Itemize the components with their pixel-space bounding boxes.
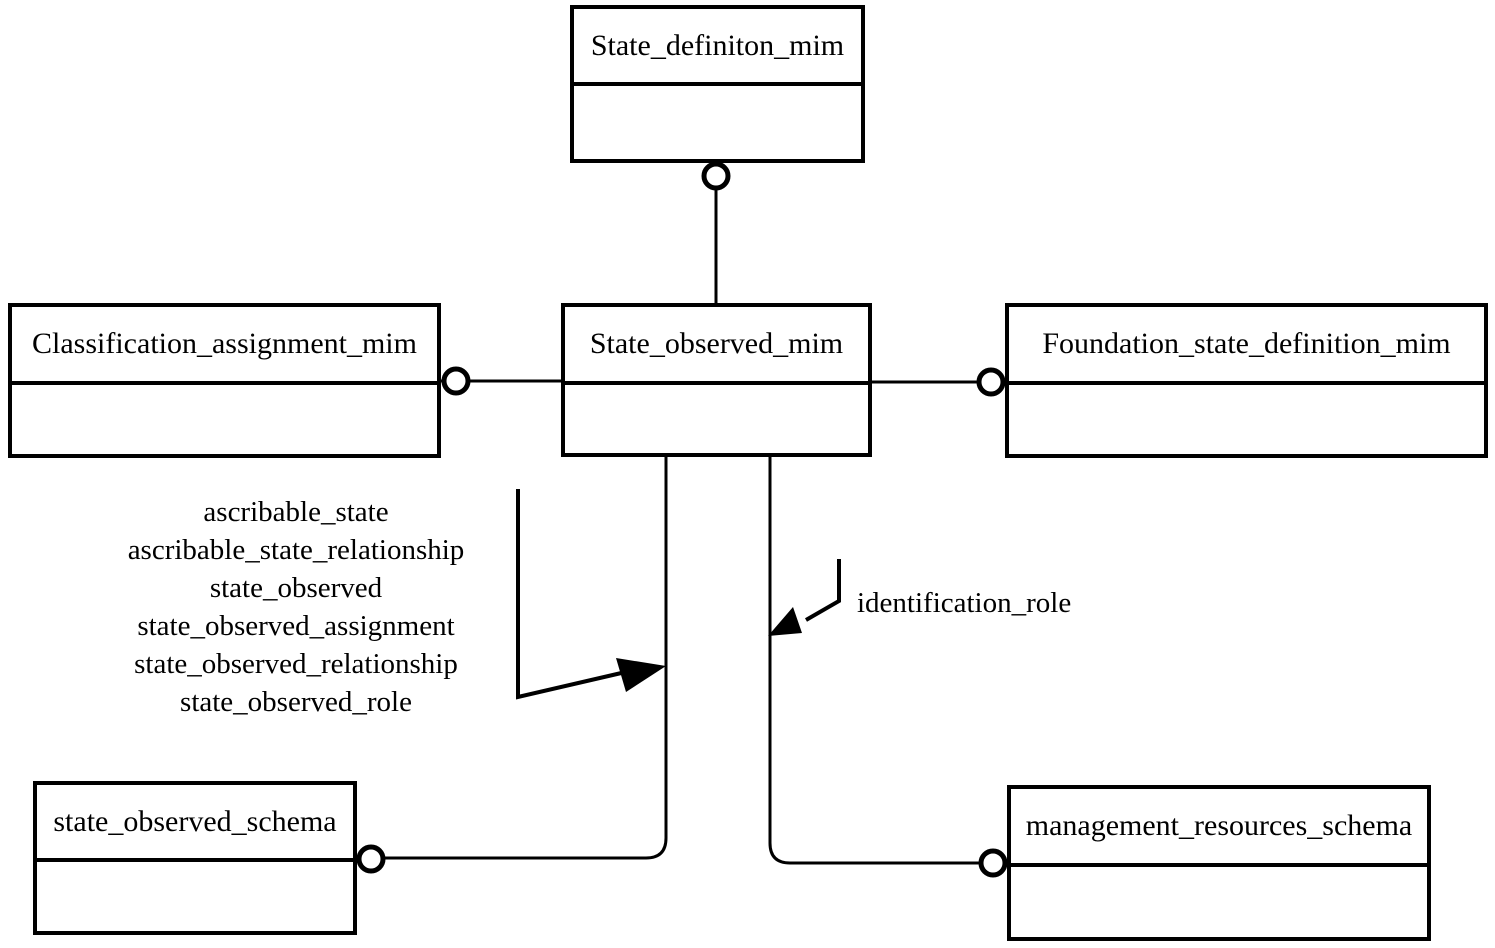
node-classification-assignment-mim: Classification_assignment_mim: [8, 303, 441, 458]
exported-entity-label: state_observed_assignment: [137, 610, 455, 642]
exported-entity-label: state_observed: [209, 572, 383, 604]
callout-line-identification-role: [805, 559, 841, 622]
exported-entity-label: ascribable_state_relationship: [127, 534, 465, 566]
page-ref-circle-state-definition: [701, 161, 731, 191]
page-ref-circle-classification: [441, 366, 471, 396]
exported-entity-label: ascribable_state: [203, 496, 389, 528]
node-state-observed-schema: state_observed_schema: [33, 781, 357, 935]
page-ref-circle-state-observed-schema: [356, 844, 386, 874]
callout-line-exported-entities: [516, 489, 631, 700]
node-management-resources-schema: management_resources_schema: [1007, 785, 1431, 941]
node-title: State_observed_mim: [565, 307, 868, 385]
connector-state-observed-to-management-resources-schema: [768, 455, 980, 865]
node-foundation-state-definition-mim: Foundation_state_definition_mim: [1005, 303, 1488, 458]
arrowhead-exported-entities: [616, 658, 666, 692]
exported-entity-label: state_observed_relationship: [134, 648, 458, 680]
node-title: management_resources_schema: [1011, 789, 1427, 867]
identification-role-label: identification_role: [857, 587, 1072, 619]
page-ref-circle-management-resources-schema: [978, 848, 1008, 878]
node-state-observed-mim: State_observed_mim: [561, 303, 872, 457]
node-title: State_definiton_mim: [574, 9, 861, 86]
exported-entities-list: ascribable_state ascribable_state_relati…: [66, 493, 526, 721]
arrowhead-identification-role: [768, 607, 802, 636]
node-title: Classification_assignment_mim: [12, 307, 437, 385]
exported-entity-label: state_observed_role: [180, 686, 412, 718]
page-ref-circle-foundation: [976, 367, 1006, 397]
node-title: state_observed_schema: [37, 785, 353, 862]
node-state-definition-mim: State_definiton_mim: [570, 5, 865, 163]
node-title: Foundation_state_definition_mim: [1009, 307, 1484, 385]
connector-state-observed-to-state-observed-schema: [384, 455, 668, 860]
